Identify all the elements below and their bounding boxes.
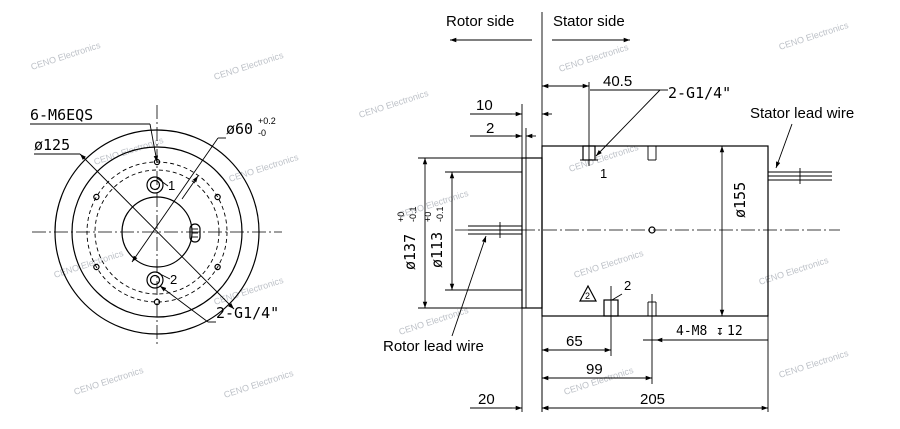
- watermark: CENO Electronics: [213, 50, 286, 82]
- watermark: CENO Electronics: [213, 275, 286, 307]
- bore-diameter-label: ø60: [226, 120, 253, 138]
- dim-2: 2: [486, 120, 494, 137]
- dim-99: 99: [586, 361, 603, 378]
- front-view: 6-M6EQS ø125 ø60 +0.2 -0 1 2 2-G1/4": [30, 105, 282, 345]
- watermark: CENO Electronics: [73, 365, 146, 397]
- flange-dia-113-tol-upper: +0: [423, 212, 433, 222]
- mount-depth-label: 12: [727, 324, 743, 339]
- watermark: CENO Electronics: [778, 20, 851, 52]
- flange-dia-113-tol-lower: -0.1: [435, 206, 445, 222]
- rotor-flange: [521, 157, 543, 309]
- rotor-lead-wires: [468, 222, 522, 238]
- dim-20: 20: [478, 391, 495, 408]
- stator-side-label: Stator side: [553, 13, 625, 30]
- watermark: CENO Electronics: [358, 88, 431, 120]
- stator-lead-wires: [768, 168, 832, 184]
- watermark: CENO Electronics: [398, 305, 471, 337]
- watermark: CENO Electronics: [30, 40, 103, 72]
- marker-2: 2: [579, 284, 597, 302]
- bore-tol-lower: -0: [258, 128, 266, 138]
- outer-diameter-label: ø125: [34, 136, 70, 154]
- flange-dia-137: ø137: [401, 234, 419, 270]
- side-port-1: 1: [600, 166, 607, 181]
- rotor-lead-wire-label: Rotor lead wire: [383, 338, 484, 355]
- dim-10: 10: [476, 97, 493, 114]
- watermark: CENO Electronics: [573, 248, 646, 280]
- dim-40-5: 40.5: [603, 73, 632, 90]
- outer-body-circle: [54, 129, 260, 335]
- watermark: CENO Electronics: [223, 368, 296, 400]
- mount-depth-symbol: ↧: [716, 324, 724, 339]
- bore-tol-upper: +0.2: [258, 116, 276, 126]
- dim-65: 65: [566, 333, 583, 350]
- port-thread-label: 2-G1/4": [216, 304, 279, 322]
- port-2-label: 2: [170, 272, 177, 287]
- center-mark: [648, 226, 656, 234]
- flange-dia-113: ø113: [428, 232, 446, 268]
- flange-circle: [71, 146, 243, 318]
- stator-lead-wire-label: Stator lead wire: [750, 105, 854, 122]
- side-port-thread-label: 2-G1/4": [668, 84, 731, 102]
- watermark: CENO Electronics: [228, 152, 301, 184]
- mount-hole-top: [647, 146, 657, 161]
- stator-body: [541, 145, 769, 317]
- watermark: CENO Electronics: [558, 42, 631, 74]
- port-1-fitting: [146, 176, 164, 194]
- port-1-label: 1: [168, 178, 175, 193]
- fitting-2: [603, 286, 619, 317]
- svg-text:2: 2: [585, 291, 590, 301]
- mount-hole-bottom: [643, 294, 661, 341]
- mount-holes-label: 4-M8: [676, 324, 707, 339]
- dim-205: 205: [640, 391, 665, 408]
- flange-dia-137-tol-lower: -0.1: [408, 206, 418, 222]
- watermark: CENO Electronics: [53, 248, 126, 280]
- rotor-side-label: Rotor side: [446, 13, 514, 30]
- watermark: CENO Electronics: [778, 348, 851, 380]
- body-dia-155: ø155: [731, 182, 749, 218]
- fitting-1: [580, 140, 598, 166]
- side-port-2: 2: [624, 278, 631, 293]
- thread-holes-label: 6-M6EQS: [30, 106, 93, 124]
- flange-dia-137-tol-upper: +0: [396, 212, 406, 222]
- side-view: Rotor side Stator side: [383, 12, 854, 412]
